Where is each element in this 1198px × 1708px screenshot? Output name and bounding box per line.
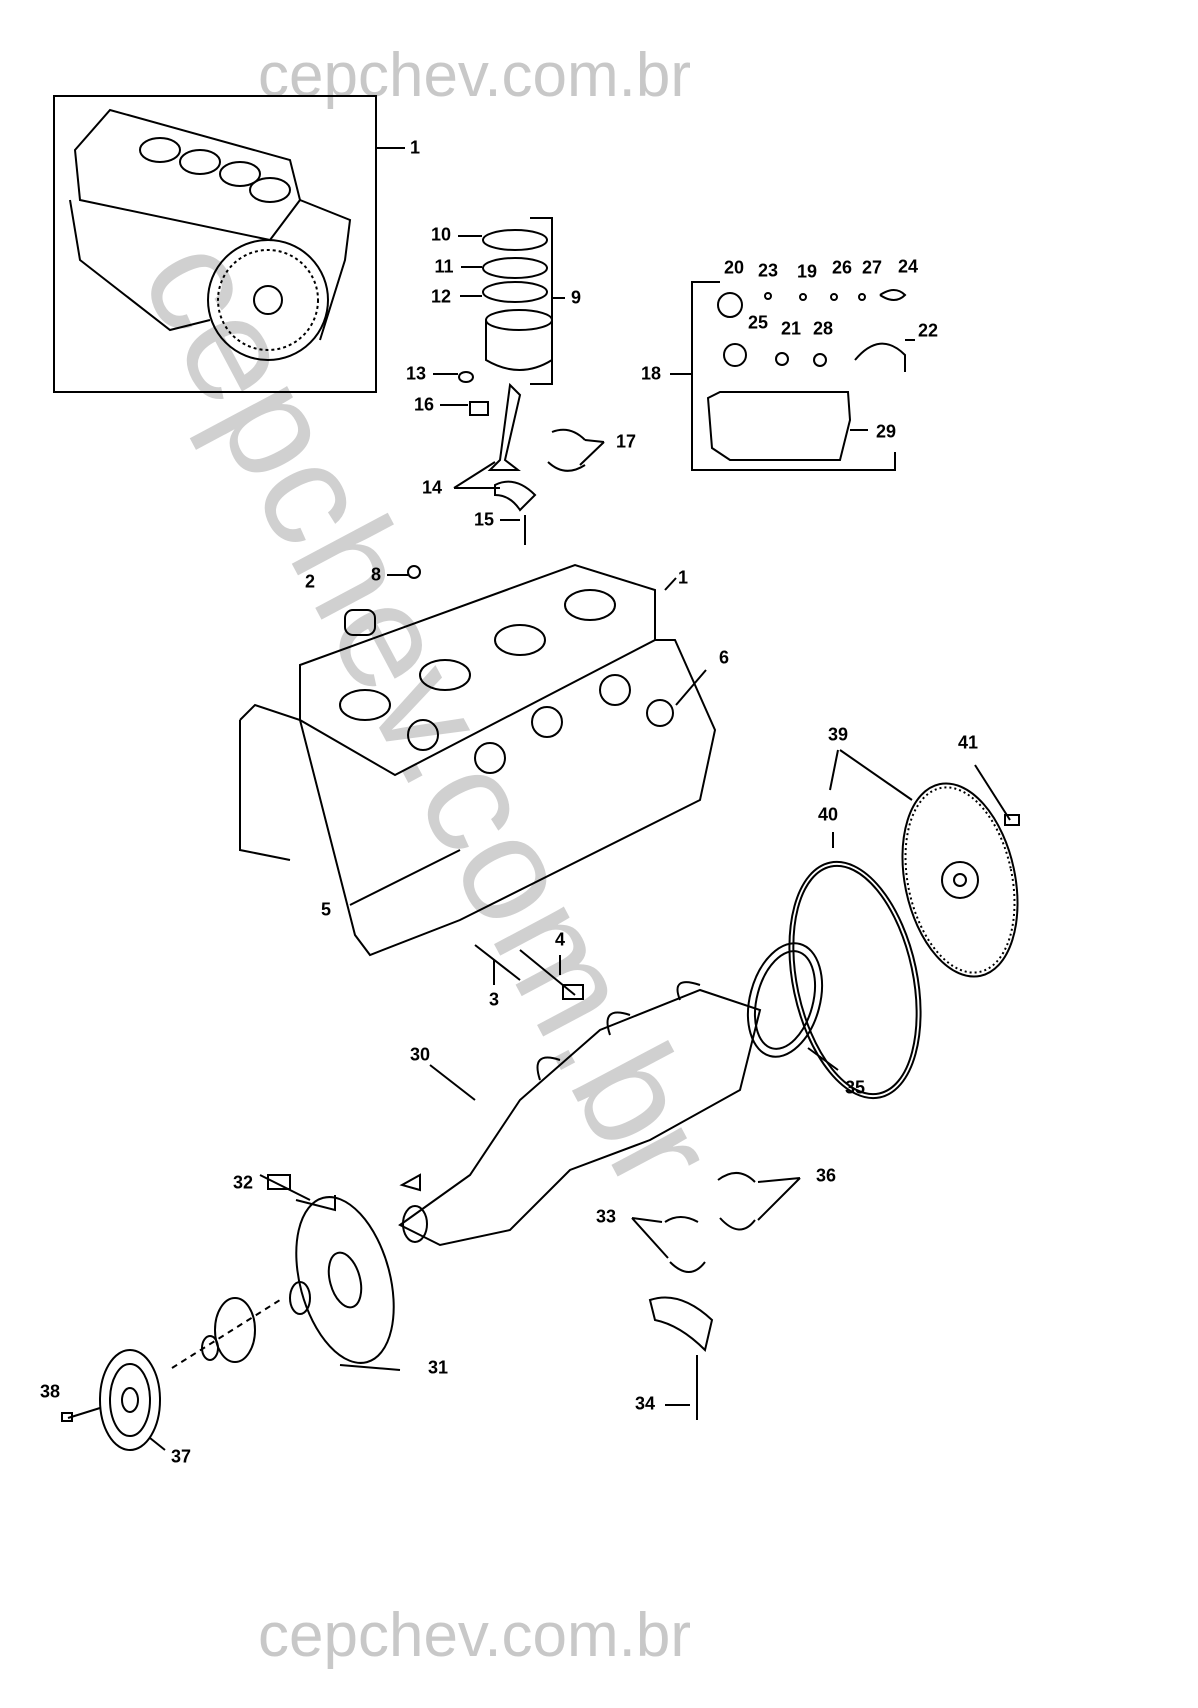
callout-12: 12	[430, 286, 452, 307]
callout-15: 15	[473, 509, 495, 530]
callout-11: 11	[434, 256, 454, 277]
callout-4: 4	[554, 929, 566, 950]
callout-1-complete: 1	[409, 137, 421, 158]
callout-34: 34	[634, 1393, 656, 1414]
callout-8: 8	[370, 564, 382, 585]
callout-38: 38	[39, 1381, 61, 1402]
callout-9: 9	[570, 287, 582, 308]
callout-23: 23	[757, 260, 779, 281]
callout-22: 22	[917, 320, 939, 341]
flywheel-group	[747, 749, 1020, 1100]
gasket-kit	[670, 281, 915, 471]
callout-31: 31	[427, 1357, 449, 1378]
callout-32: 32	[232, 1172, 254, 1193]
callout-16: 16	[413, 394, 435, 415]
callout-3: 3	[488, 989, 500, 1010]
callout-5: 5	[320, 899, 332, 920]
callout-25: 25	[747, 312, 769, 333]
callout-39: 39	[827, 724, 849, 745]
callout-21: 21	[780, 318, 802, 339]
callout-17: 17	[615, 431, 637, 452]
watermark-top: cepchev.com.br	[258, 41, 692, 110]
callout-14: 14	[421, 477, 443, 498]
callout-13: 13	[405, 363, 427, 384]
callout-33: 33	[595, 1206, 617, 1227]
callout-35: 35	[844, 1077, 866, 1098]
callout-6: 6	[718, 647, 730, 668]
main-bearings	[631, 1172, 801, 1420]
callout-41: 41	[957, 732, 979, 753]
cylinder-block	[239, 563, 717, 1000]
callout-20: 20	[723, 257, 745, 278]
callout-26: 26	[831, 257, 853, 278]
callout-36: 36	[815, 1165, 837, 1186]
front-pulley-group	[61, 1174, 401, 1451]
callout-40: 40	[817, 804, 839, 825]
callout-10: 10	[430, 224, 452, 245]
callout-19: 19	[796, 261, 818, 282]
watermark-bottom: cepchev.com.br	[258, 1601, 692, 1670]
callout-29: 29	[875, 421, 897, 442]
crankshaft	[398, 981, 762, 1247]
callout-18: 18	[640, 363, 662, 384]
piston-assembly	[433, 217, 605, 545]
complete-engine-inset	[53, 95, 405, 393]
callout-30: 30	[409, 1044, 431, 1065]
callout-27: 27	[861, 257, 883, 278]
callout-37: 37	[170, 1446, 192, 1467]
callout-28: 28	[812, 318, 834, 339]
callout-2: 2	[304, 571, 316, 592]
callout-24: 24	[897, 256, 919, 277]
callout-1-block: 1	[677, 567, 689, 588]
